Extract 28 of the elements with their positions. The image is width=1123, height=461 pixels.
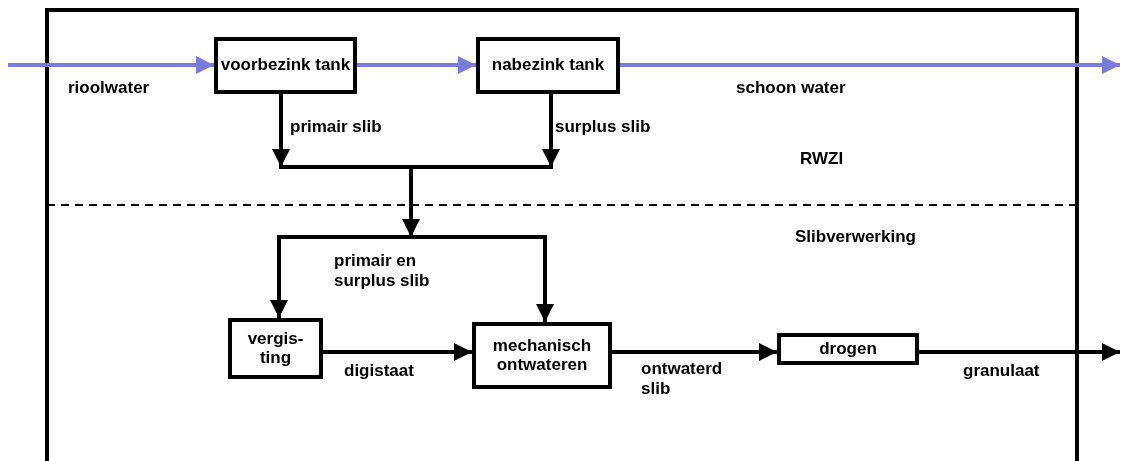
connector-arrow [919,343,1120,361]
process-label: voorbezink tank [220,56,351,75]
flow-arrow [620,56,1120,74]
process-label: nabezink tank [491,56,605,75]
stream-label: surplus slib [555,117,651,138]
process-box [472,322,612,389]
connector-arrow [411,235,554,322]
edge-label: granulaat [962,361,1041,382]
process-box [228,318,323,379]
edge-label: digistaat [343,361,415,382]
connector-arrow [612,343,777,361]
process-box [214,37,357,94]
section-label: RWZI [800,149,844,170]
stream-label: primair en surplus slib [334,251,431,292]
process-label: vergis- ting [246,329,305,368]
process-box [476,37,620,94]
process-label: drogen [819,339,877,359]
connector-arrow [542,94,560,167]
connector-arrow [323,343,472,361]
connector-arrow [272,94,290,167]
stream-label: primair slib [290,117,382,138]
process-box [777,333,919,365]
section-label: Slibverwerking [795,227,916,248]
flow-arrow [8,56,214,74]
connector-arrow [270,235,411,318]
flow-arrow [357,56,476,74]
connector-arrow [402,167,420,237]
process-label: mechanisch ontwateren [491,336,593,375]
